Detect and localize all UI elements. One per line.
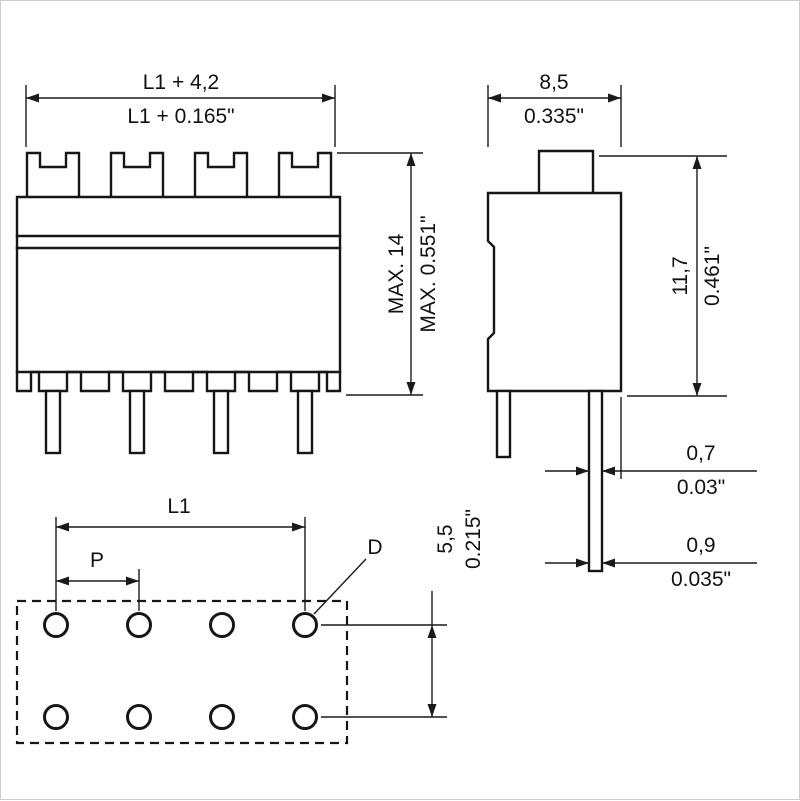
hole-diameter-label: D <box>367 536 382 559</box>
arrow-down <box>406 382 416 395</box>
side-housing-body <box>486 191 623 393</box>
row-spacing-inch-label: 0.215" <box>462 509 485 569</box>
arrow-left <box>602 466 615 476</box>
hole-diameter-callout: D <box>313 536 383 615</box>
front-width-dimension: L1 + 4,2 L1 + 0.165" <box>25 71 336 147</box>
arrow-right <box>292 522 305 532</box>
front-pin-3 <box>212 389 230 455</box>
pin-thickness-mm-label: 0,7 <box>686 442 715 465</box>
arrow-up <box>427 625 437 638</box>
footprint-hole-1-3 <box>209 612 235 638</box>
front-view <box>15 151 342 455</box>
front-height-dimension: MAX. 14 MAX. 0.551" <box>337 152 440 396</box>
side-pin-left <box>495 389 512 459</box>
footprint-outline <box>15 599 349 745</box>
footprint-pitch-dimension: P <box>56 549 140 611</box>
arrow-right <box>608 93 621 103</box>
front-tab-1 <box>25 151 81 199</box>
footprint-hole-1-1 <box>43 612 69 638</box>
arrow-up <box>692 156 702 169</box>
side-height-dimension: 11,7 0.461" <box>599 155 727 397</box>
front-width-mm-label: L1 + 4,2 <box>143 71 219 94</box>
front-tab-2 <box>109 151 165 199</box>
front-tab-4 <box>277 151 333 199</box>
row-spacing-mm-label: 5,5 <box>434 524 457 553</box>
arrow-left <box>56 576 69 586</box>
footprint-pitch-label: P <box>90 549 104 572</box>
front-height-inch-label: MAX. 0.551" <box>417 215 440 332</box>
footprint-hole-2-3 <box>209 704 235 730</box>
side-pin-right <box>587 389 604 573</box>
arrow-left <box>56 522 69 532</box>
front-pin-2 <box>128 389 146 455</box>
footprint-length-label: L1 <box>167 495 190 518</box>
pin-thickness-dimension: 0,7 0.03" <box>545 397 757 499</box>
side-width-dimension: 8,5 0.335" <box>487 71 622 147</box>
front-housing-body <box>15 195 342 393</box>
arrow-down <box>427 704 437 717</box>
side-view <box>486 149 623 573</box>
pin-width-mm-label: 0,9 <box>686 534 715 557</box>
front-pin-1 <box>44 389 62 455</box>
side-height-inch-label: 0.461" <box>701 246 724 306</box>
front-pin-4 <box>296 389 314 455</box>
footprint-length-dimension: L1 <box>55 495 306 611</box>
footprint-hole-2-2 <box>126 704 152 730</box>
arrow-down <box>692 383 702 396</box>
arrow-right <box>126 576 139 586</box>
front-height-mm-label: MAX. 14 <box>385 233 408 314</box>
footprint-hole-1-4 <box>292 612 318 638</box>
pin-width-inch-label: 0.035" <box>671 568 731 591</box>
side-width-inch-label: 0.335" <box>524 105 584 128</box>
front-tab-3 <box>193 151 249 199</box>
footprint-hole-2-1 <box>43 704 69 730</box>
arrow-left <box>26 93 39 103</box>
footprint-view <box>15 599 349 745</box>
footprint-hole-2-4 <box>292 704 318 730</box>
arrow-left <box>602 558 615 568</box>
arrow-right <box>576 466 589 476</box>
pin-width-dimension: 0,9 0.035" <box>545 534 757 591</box>
arrow-right <box>322 93 335 103</box>
side-actuation-tab <box>537 149 595 195</box>
arrow-up <box>406 153 416 166</box>
pin-thickness-inch-label: 0.03" <box>677 476 725 499</box>
arrow-left <box>488 93 501 103</box>
side-height-mm-label: 11,7 <box>669 256 692 295</box>
footprint-hole-1-2 <box>126 612 152 638</box>
front-width-inch-label: L1 + 0.165" <box>127 105 234 128</box>
arrow-right <box>576 558 589 568</box>
side-width-mm-label: 8,5 <box>539 71 568 94</box>
row-spacing-dimension: 5,5 0.215" <box>321 509 485 718</box>
